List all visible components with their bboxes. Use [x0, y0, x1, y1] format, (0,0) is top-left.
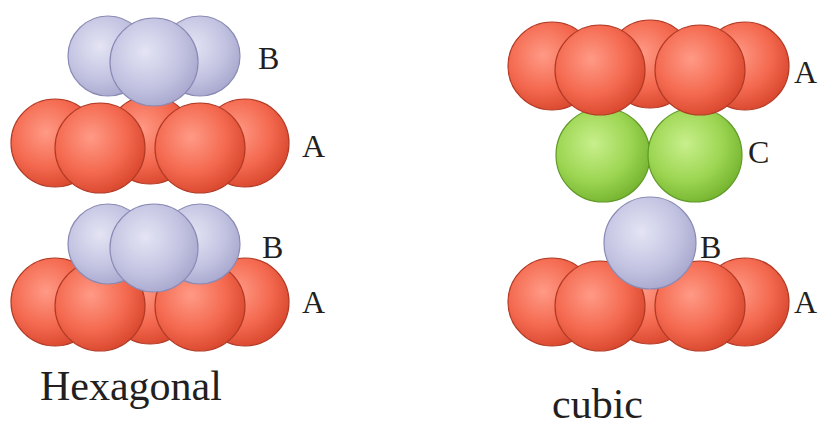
layer-letter: B [700, 231, 721, 263]
layer-letter: B [262, 231, 283, 263]
layer-letter: A [302, 286, 325, 318]
packing-caption: cubic [552, 383, 643, 425]
layer-letter: A [794, 286, 817, 318]
layer-letter: A [794, 56, 817, 88]
packing-caption: Hexagonal [40, 365, 222, 407]
layer-letter: C [748, 136, 769, 168]
layer-letter: B [258, 42, 279, 74]
layer-letter: A [302, 130, 325, 162]
